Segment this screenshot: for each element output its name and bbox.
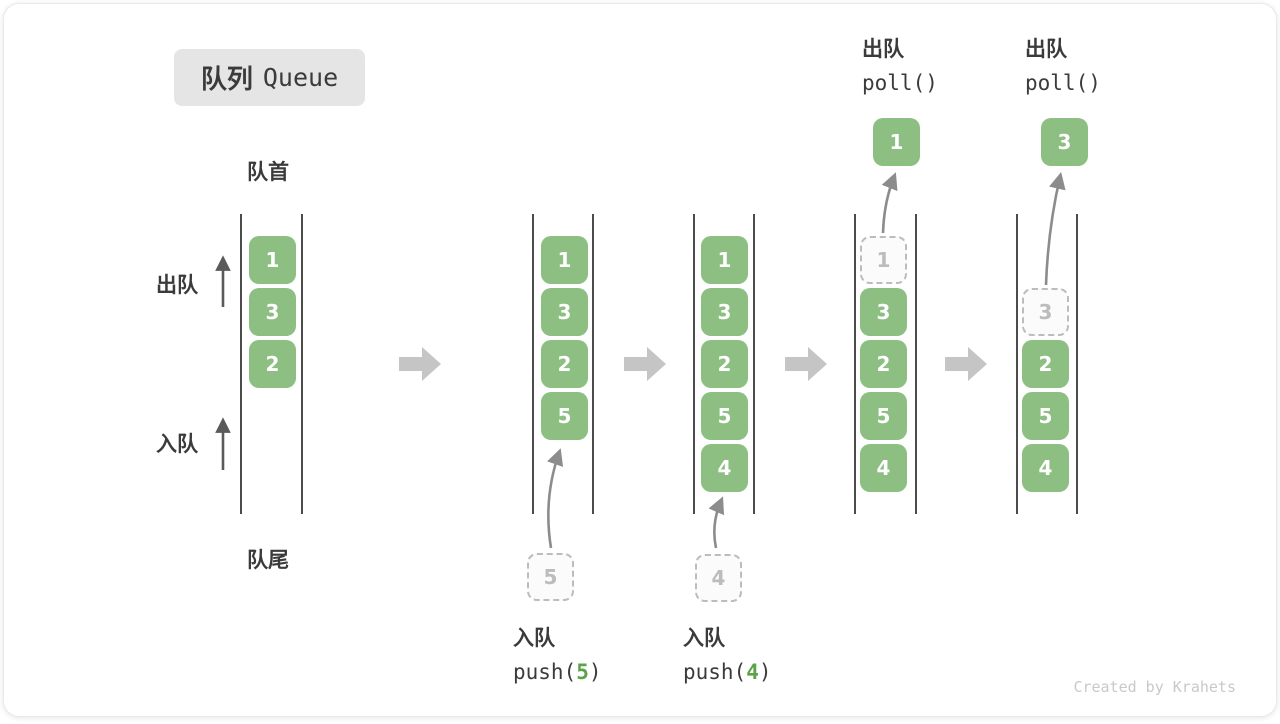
- op-code: push(4): [683, 660, 772, 684]
- queue-wall: [532, 214, 534, 514]
- poll-op-label: 出队 poll(): [1025, 32, 1101, 100]
- title-en: Queue: [262, 63, 339, 92]
- polled-item: 3: [1041, 118, 1088, 166]
- arrows-layer: [215, 172, 1066, 549]
- queue-item: 2: [860, 340, 907, 388]
- op-zh: 入队: [513, 626, 555, 650]
- push-op-label: 入队 push(5): [513, 621, 602, 689]
- queue-item: 5: [860, 392, 907, 440]
- queue-wall: [301, 214, 303, 514]
- queue-item: 4: [701, 444, 748, 492]
- diagram-card: 队列 Queue 队首 队尾 出队 入队: [3, 3, 1277, 717]
- op-zh: 出队: [862, 37, 904, 61]
- poll-arrow: [881, 172, 898, 234]
- poll-op-label: 出队 poll(): [862, 32, 938, 100]
- op-code: poll(): [862, 71, 938, 95]
- queue-wall: [854, 214, 856, 514]
- queue-item: 3: [249, 288, 296, 336]
- queue-item: 5: [541, 392, 588, 440]
- right-block-arrow: [624, 347, 666, 381]
- removed-item-ghost: 3: [1022, 288, 1069, 336]
- right-block-arrow: [399, 347, 441, 381]
- queue-wall: [693, 214, 695, 514]
- queue-item: 4: [1022, 444, 1069, 492]
- op-code: poll(): [1025, 71, 1101, 95]
- queue-item: 1: [701, 236, 748, 284]
- queue-item: 5: [701, 392, 748, 440]
- queue-item: 3: [541, 288, 588, 336]
- queue-item: 2: [541, 340, 588, 388]
- push-arrow: [708, 496, 725, 549]
- op-zh: 入队: [683, 626, 725, 650]
- queue-item: 2: [701, 340, 748, 388]
- right-block-arrow: [785, 347, 827, 381]
- op-code: push(5): [513, 660, 602, 684]
- polled-item: 1: [873, 118, 920, 166]
- removed-item-ghost: 1: [860, 236, 907, 284]
- queue-item: 3: [860, 288, 907, 336]
- queue-wall: [240, 214, 242, 514]
- right-block-arrow: [945, 347, 987, 381]
- poll-arrow: [1044, 172, 1066, 286]
- queue-wall: [1016, 214, 1018, 514]
- curved-arrow-group: [547, 172, 1066, 549]
- incoming-item-ghost: 4: [695, 554, 742, 602]
- queue-item: 5: [1022, 392, 1069, 440]
- title-badge: 队列 Queue: [174, 49, 365, 106]
- incoming-item-ghost: 5: [527, 553, 574, 601]
- push-op-label: 入队 push(4): [683, 621, 772, 689]
- queue-wall: [592, 214, 594, 514]
- op-zh: 出队: [1025, 37, 1067, 61]
- dequeue-label: 出队: [156, 273, 198, 297]
- queue-front-label: 队首: [247, 160, 289, 184]
- queue-item: 2: [249, 340, 296, 388]
- queue-item: 3: [701, 288, 748, 336]
- watermark: Created by Krahets: [1073, 678, 1236, 696]
- queue-rear-label: 队尾: [247, 548, 289, 572]
- enqueue-label: 入队: [156, 432, 198, 456]
- queue-item: 1: [249, 236, 296, 284]
- queue-wall: [753, 214, 755, 514]
- queue-item: 2: [1022, 340, 1069, 388]
- push-arrow: [547, 448, 564, 549]
- queue-wall: [1076, 214, 1078, 514]
- title-zh: 队列: [200, 65, 253, 95]
- queue-wall: [915, 214, 917, 514]
- queue-item: 1: [541, 236, 588, 284]
- queue-item: 4: [860, 444, 907, 492]
